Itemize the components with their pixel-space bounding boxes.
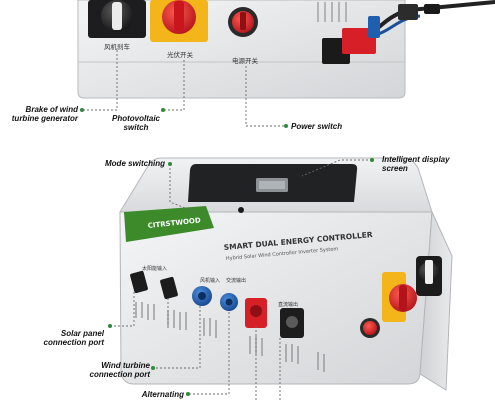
side-switches — [360, 256, 442, 338]
callout-power: Power switch — [291, 122, 342, 131]
callout-display-line1: Intelligent display — [382, 155, 450, 164]
brake-switch-label: 风机刹车 — [104, 42, 131, 51]
callout-mode: Mode switching — [60, 159, 165, 168]
top-device: 风机刹车 光伏开关 电源开关 — [77, 0, 495, 99]
solar-connectors — [130, 270, 178, 300]
ac-port-label: 交流输出 — [226, 277, 246, 284]
power-switch-label: 电源开关 — [232, 56, 259, 65]
callout-brake-line2: turbine generator — [11, 114, 78, 123]
dc-port-label: 直流输出 — [278, 301, 298, 308]
ac-output-socket — [245, 298, 267, 328]
photovoltaic-switch — [150, 0, 208, 42]
controller-device: CITRSTWOOD SMART DUAL ENERGY CONTROLLER … — [119, 157, 453, 391]
callout-solar: Solar panel connection port — [0, 329, 104, 347]
brake-switch — [88, 0, 146, 38]
callout-mode-line1: Mode switching — [105, 159, 165, 168]
callout-wind: Wind turbine connection port — [40, 361, 150, 379]
top-leaders — [82, 50, 286, 127]
callout-solar-line1: Solar panel — [60, 329, 104, 338]
callout-photovoltaic-line1: Photovoltaic — [111, 114, 160, 123]
wind-turbine-connectors — [192, 286, 238, 311]
callout-solar-line2: connection port — [43, 338, 104, 347]
callout-display: Intelligent display screen — [382, 155, 450, 173]
dc-output-socket — [280, 308, 304, 338]
top-leader-dots — [80, 108, 288, 128]
callout-photovoltaic-line2: switch — [123, 123, 149, 132]
callout-display-line2: screen — [382, 164, 408, 173]
solar-port-label: 太阳能输入 — [142, 265, 167, 272]
callout-wind-line1: Wind turbine — [101, 361, 150, 370]
photovoltaic-switch-label: 光伏开关 — [167, 50, 194, 59]
callout-power-line1: Power switch — [291, 122, 343, 131]
top-device-vents — [317, 2, 347, 22]
callout-alternating-line1: Alternating — [141, 390, 184, 399]
callout-wind-line2: connection port — [89, 370, 150, 379]
callout-alternating: Alternating — [80, 390, 184, 399]
power-switch — [228, 7, 258, 37]
bottom-leader-dots — [108, 158, 374, 396]
callout-brake: Brake of wind turbine generator — [0, 105, 78, 123]
wind-port-label: 风机输入 — [200, 277, 220, 284]
bottom-leaders — [110, 159, 372, 400]
callout-brake-line1: Brake of wind — [25, 105, 78, 114]
callout-photovoltaic: Photovoltaic switch — [104, 114, 168, 132]
top-device-connectors — [322, 0, 495, 64]
